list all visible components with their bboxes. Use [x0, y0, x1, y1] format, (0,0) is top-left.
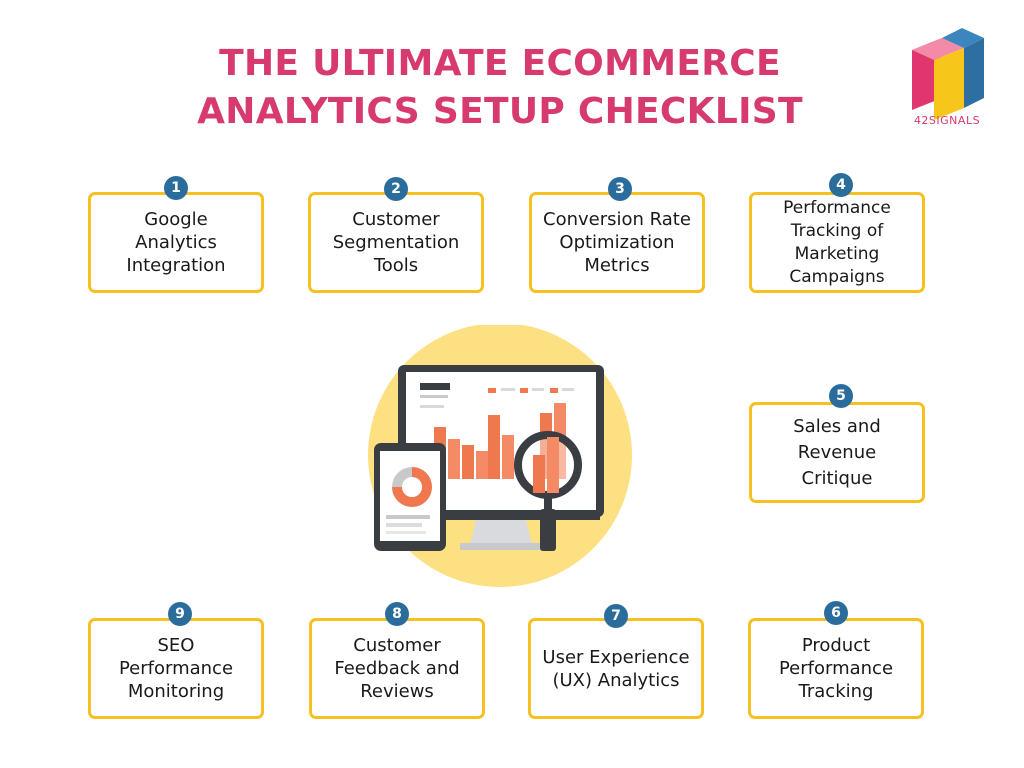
checklist-card-5: Sales and Revenue Critique — [749, 402, 925, 503]
checklist-card-4: Performance Tracking of Marketing Campai… — [749, 192, 925, 293]
checklist-card-5-label: Sales and Revenue Critique — [793, 415, 881, 489]
checklist-card-8-label: Customer Feedback and Reviews — [334, 635, 460, 702]
checklist-badge-6: 6 — [824, 601, 848, 625]
checklist-card-4-label: Performance Tracking of Marketing Campai… — [783, 197, 891, 287]
checklist-card-7-label: User Experience (UX) Analytics — [542, 646, 690, 691]
42signals-logo-icon — [912, 28, 984, 120]
checklist-badge-4: 4 — [829, 173, 853, 197]
checklist-card-7: User Experience (UX) Analytics — [528, 618, 704, 719]
analytics-illustration-icon — [368, 325, 632, 587]
checklist-badge-8: 8 — [385, 602, 409, 626]
checklist-card-9-label: SEO Performance Monitoring — [118, 635, 234, 702]
checklist-card-6-label: Product Performance Tracking — [778, 635, 894, 702]
checklist-card-9: SEO Performance Monitoring — [88, 618, 264, 719]
checklist-card-2-label: Customer Segmentation Tools — [332, 209, 460, 276]
checklist-card-2: Customer Segmentation Tools — [308, 192, 484, 293]
checklist-card-1: Google Analytics Integration — [88, 192, 264, 293]
checklist-badge-2: 2 — [384, 177, 408, 201]
checklist-badge-9: 9 — [168, 602, 192, 626]
checklist-badge-3: 3 — [608, 177, 632, 201]
checklist-card-3: Conversion Rate Optimization Metrics — [529, 192, 705, 293]
page-title-line-1: THE ULTIMATE ECOMMERCE — [219, 43, 781, 84]
page-title-line-2: ANALYTICS SETUP CHECKLIST — [197, 91, 803, 132]
checklist-card-6: Product Performance Tracking — [748, 618, 924, 719]
checklist-card-1-label: Google Analytics Integration — [126, 209, 226, 276]
checklist-badge-5: 5 — [829, 384, 853, 408]
checklist-badge-1: 1 — [164, 176, 188, 200]
checklist-card-3-label: Conversion Rate Optimization Metrics — [543, 209, 691, 276]
checklist-card-8: Customer Feedback and Reviews — [309, 618, 485, 719]
checklist-badge-7: 7 — [604, 604, 628, 628]
logo-text: 42SIGNALS — [913, 114, 981, 127]
